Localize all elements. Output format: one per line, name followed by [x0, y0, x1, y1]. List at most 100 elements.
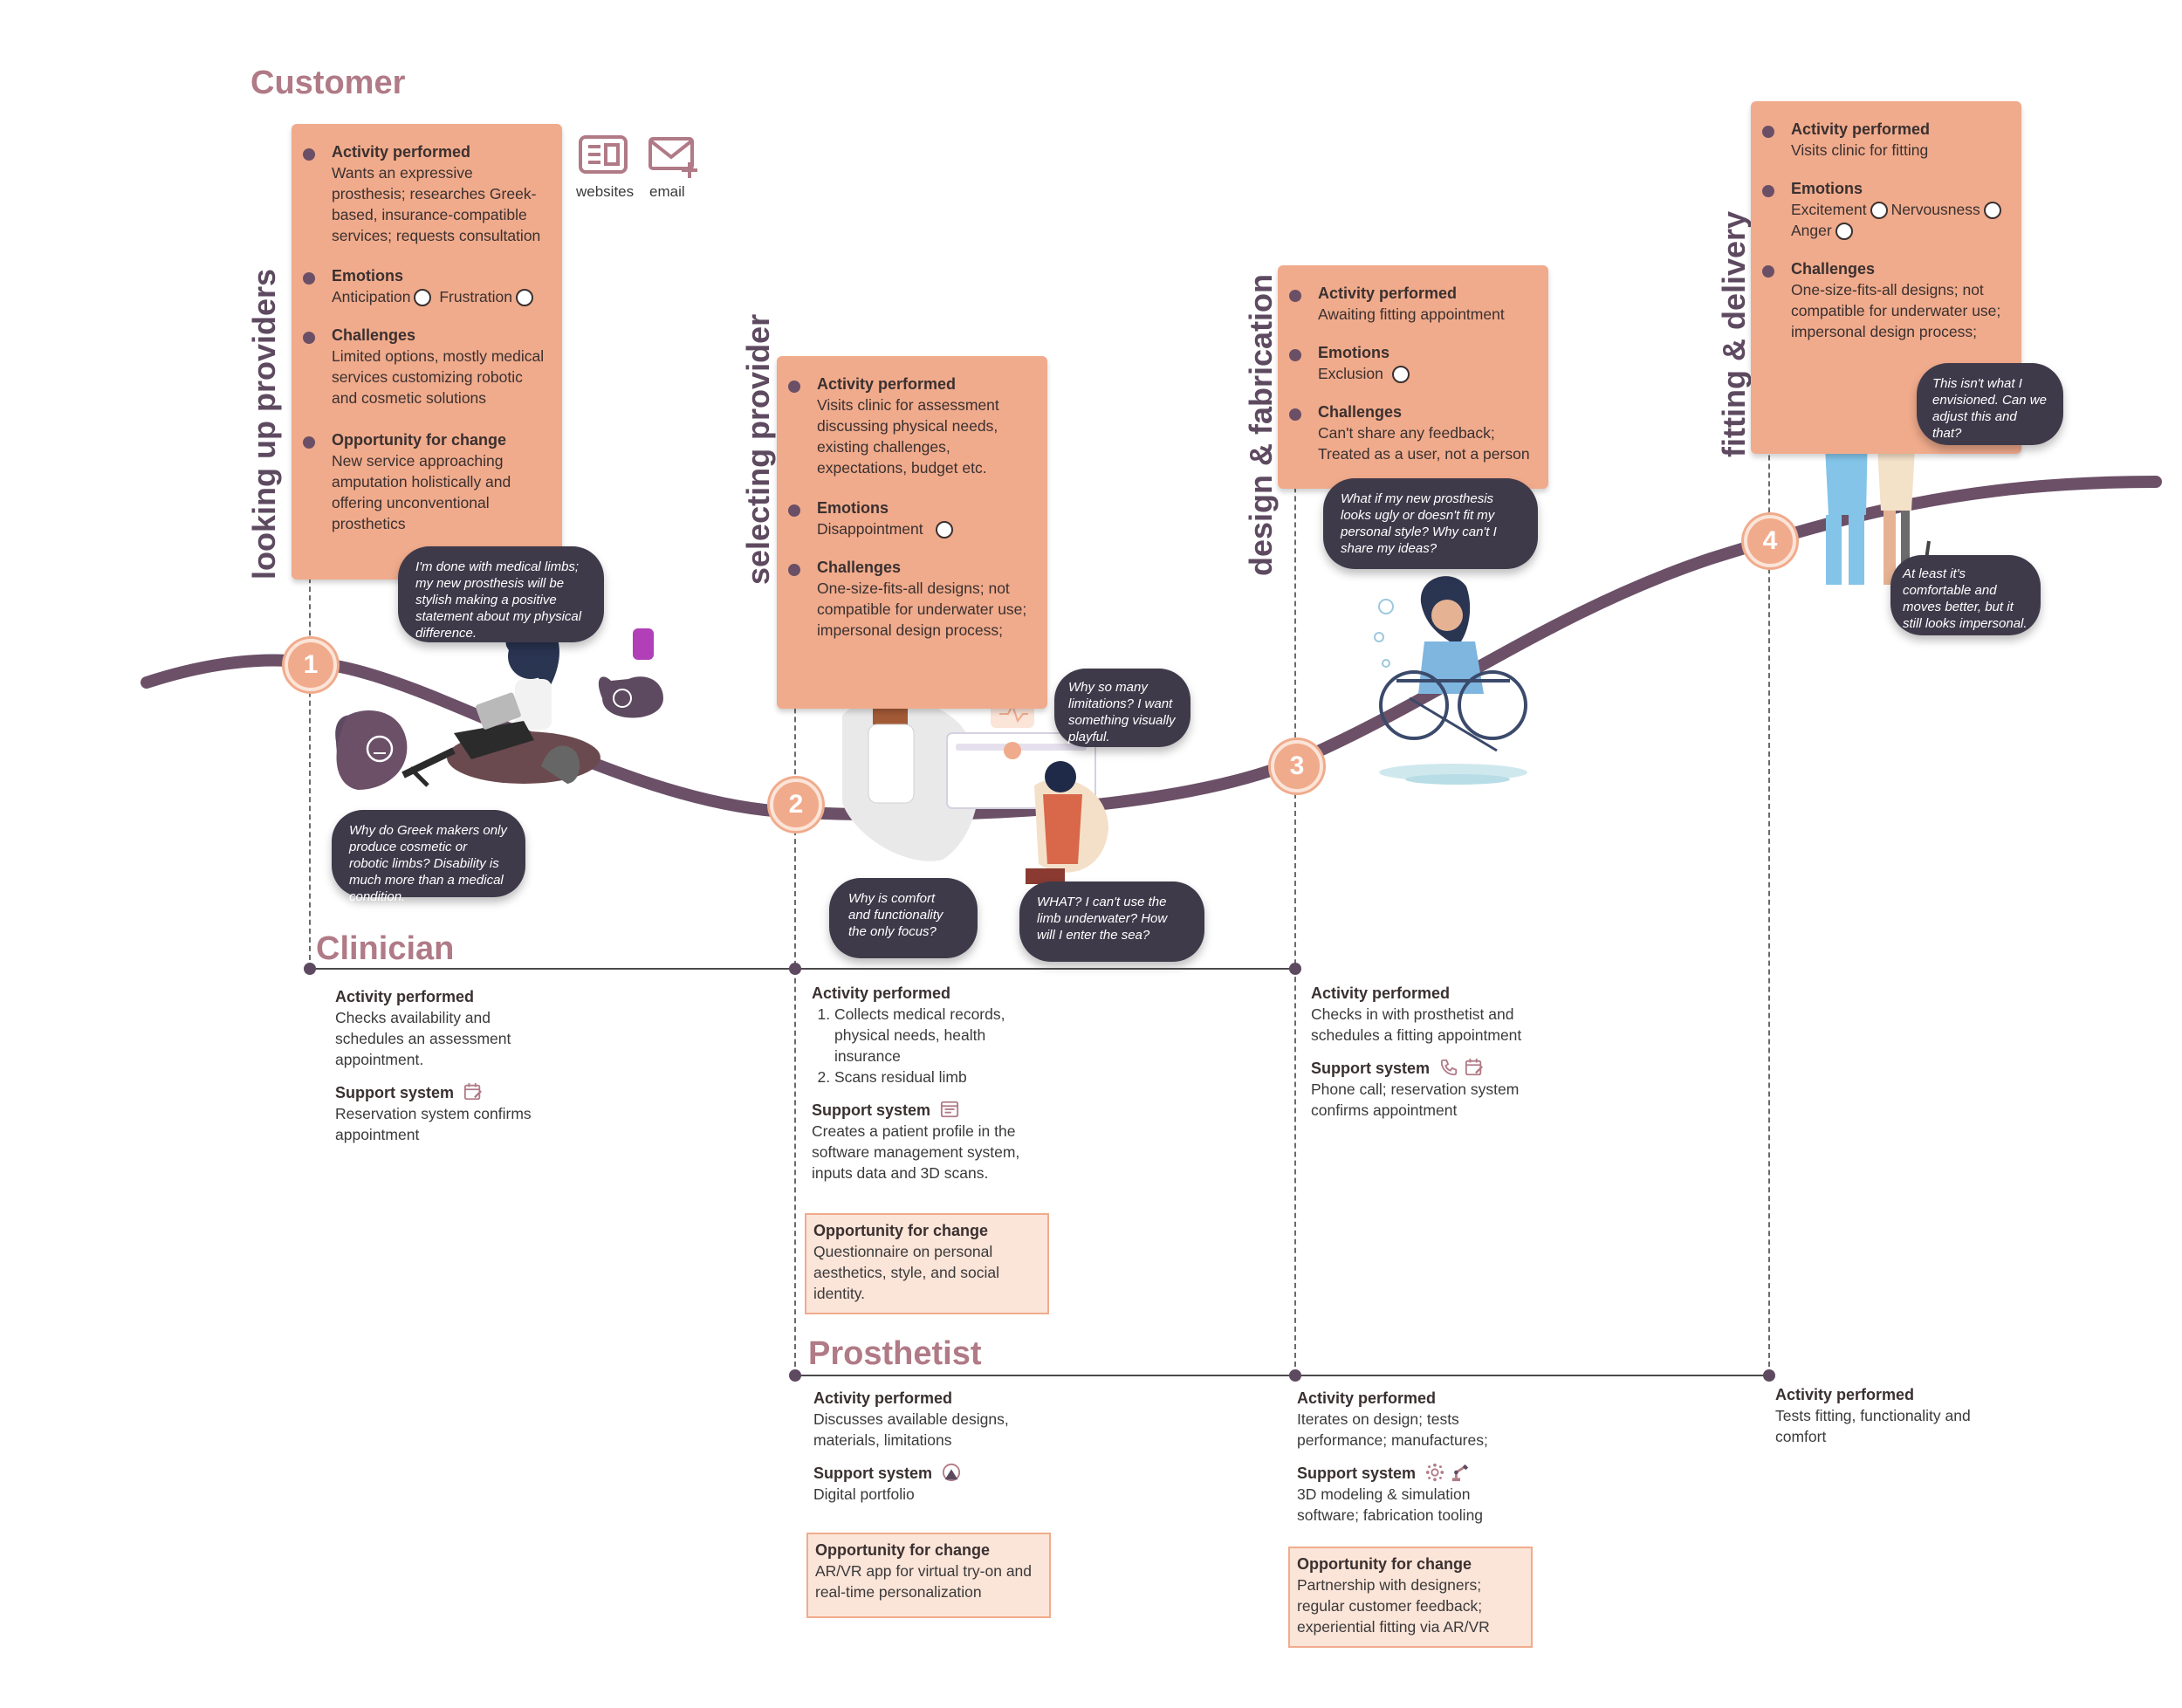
emotions-heading: Emotions — [817, 499, 889, 517]
clinician-lane-line — [311, 968, 1295, 970]
3d-model-icon — [1425, 1463, 1444, 1482]
activity-heading: Activity performed — [1311, 984, 1451, 1002]
emotions-list: Exclusion — [1318, 363, 1536, 384]
clinician-step-1: Activity performed Checks availability a… — [335, 986, 562, 1145]
role-title-clinician: Clinician — [316, 930, 455, 967]
clinician-lane-dot-1 — [304, 963, 316, 975]
robot-arm-icon — [1451, 1464, 1469, 1482]
support-heading: Support system — [812, 1101, 931, 1119]
prosthetist-opportunity-box-1: Opportunity for change AR/VR app for vir… — [806, 1533, 1051, 1618]
activity-heading: Activity performed — [335, 988, 475, 1005]
activity-heading: Activity performed — [1318, 285, 1458, 302]
opportunity-heading: Opportunity for change — [1297, 1555, 1472, 1573]
email-icon — [648, 137, 697, 178]
stage-2-divider — [794, 386, 796, 1375]
challenges-text: One-size-fits-all designs; not compatibl… — [817, 580, 1027, 639]
prosthetist-lane-dot-3 — [1763, 1369, 1775, 1382]
quote-bubble-6: What if my new prosthesis looks ugly or … — [1323, 478, 1538, 569]
emotions-heading: Emotions — [1791, 180, 1863, 197]
websites-icon — [579, 135, 628, 174]
customer-card-stage-3: Activity performed Awaiting fitting appo… — [1278, 265, 1548, 489]
activity-heading: Activity performed — [1791, 120, 1931, 138]
quote-bubble-2: Why do Greek makers only produce cosmeti… — [332, 810, 525, 904]
angry-face-icon — [1835, 223, 1853, 240]
challenges-heading: Challenges — [817, 559, 902, 576]
email-label: email — [649, 183, 685, 200]
activity-heading: Activity performed — [1297, 1389, 1437, 1407]
prosthetist-step-2: Activity performed Iterates on design; t… — [1297, 1388, 1533, 1526]
clinician-step-2: Activity performed Collects medical reco… — [812, 983, 1047, 1183]
activity-text: Discusses available designs, materials, … — [813, 1410, 1009, 1449]
phone-icon — [1440, 1059, 1458, 1076]
opportunity-heading: Opportunity for change — [815, 1541, 990, 1559]
clinician-step-3: Activity performed Checks in with prosth… — [1311, 983, 1547, 1121]
stage-label-4: fitting & delivery — [1716, 210, 1752, 457]
customer-card-stage-1: Activity performed Wants an expressive p… — [292, 124, 562, 580]
activity-text: Awaiting fitting appointment — [1318, 305, 1505, 323]
challenges-heading: Challenges — [1791, 260, 1876, 278]
challenges-heading: Challenges — [1318, 403, 1403, 421]
activity-heading: Activity performed — [332, 143, 471, 161]
opportunity-heading: Opportunity for change — [332, 431, 506, 449]
activity-list-item: Scans residual limb — [834, 1067, 1047, 1087]
support-heading: Support system — [813, 1464, 933, 1482]
activity-heading: Activity performed — [812, 984, 951, 1002]
portfolio-icon — [942, 1463, 961, 1482]
quote-bubble-1: I'm done with medical limbs; my new pros… — [398, 546, 604, 642]
role-title-customer: Customer — [250, 65, 406, 101]
prosthetist-step-1: Activity performed Discusses available d… — [813, 1388, 1049, 1505]
prosthetist-lane-dot-1 — [789, 1369, 801, 1382]
activity-heading: Activity performed — [1775, 1386, 1915, 1403]
prosthetist-step-3: Activity performed Tests fitting, functi… — [1775, 1384, 2002, 1447]
activity-text: Checks in with prosthetist and schedules… — [1311, 1005, 1522, 1044]
activity-heading: Activity performed — [817, 375, 957, 393]
activity-text: Checks availability and schedules an ass… — [335, 1009, 511, 1068]
stage-number-2: 2 — [770, 779, 822, 831]
quote-bubble-7: This isn't what I envisioned. Can we adj… — [1917, 363, 2063, 445]
calendar-edit-icon — [1465, 1058, 1484, 1076]
activity-text: Iterates on design; tests performance; m… — [1297, 1410, 1488, 1449]
emotions-list: Disappointment — [817, 518, 1035, 539]
prosthetist-lane-line — [796, 1375, 1770, 1376]
quote-bubble-8: At least it's comfortable and moves bett… — [1890, 555, 2041, 635]
sad-face-icon — [1391, 366, 1410, 383]
emotions-list: Anticipation Frustration — [332, 286, 550, 307]
stage-label-2: selecting provider — [740, 313, 776, 585]
clinician-opportunity-box: Opportunity for change Questionnaire on … — [805, 1213, 1049, 1314]
activity-text: Visits clinic for assessment discussing … — [817, 396, 999, 477]
quote-bubble-3: Why so many limitations? I want somethin… — [1054, 669, 1190, 747]
support-heading: Support system — [1297, 1464, 1417, 1482]
activity-text: Visits clinic for fitting — [1791, 141, 1929, 159]
prosthetist-lane-dot-2 — [1289, 1369, 1301, 1382]
calendar-edit-icon — [463, 1082, 483, 1101]
sad-face-icon — [935, 521, 953, 538]
stage-4-divider — [1768, 133, 1770, 1375]
customer-card-stage-2: Activity performed Visits clinic for ass… — [777, 356, 1047, 709]
quote-bubble-4: Why is comfort and functionality the onl… — [829, 878, 978, 958]
opportunity-text: AR/VR app for virtual try-on and real-ti… — [815, 1562, 1033, 1601]
support-text: Phone call; reservation system confirms … — [1311, 1080, 1520, 1119]
stage-label-3: design & fabrication — [1243, 273, 1279, 576]
opportunity-text: Partnership with designers; regular cust… — [1297, 1576, 1490, 1636]
activity-text: Tests fitting, functionality and comfort — [1775, 1407, 1971, 1445]
quote-bubble-5: WHAT? I can't use the limb underwater? H… — [1019, 881, 1204, 962]
emotions-heading: Emotions — [1318, 344, 1390, 361]
stage-number-1: 1 — [285, 639, 337, 691]
websites-label: websites — [576, 183, 635, 200]
support-heading: Support system — [335, 1084, 455, 1101]
stage-number-3: 3 — [1271, 740, 1323, 792]
neutral-blob-illustration — [336, 710, 408, 790]
role-title-prosthetist: Prosthetist — [808, 1335, 982, 1372]
challenges-text: One-size-fits-all designs; not compatibl… — [1791, 281, 2001, 340]
clinician-lane-dot-2 — [789, 963, 801, 975]
prosthetist-opportunity-box-2: Opportunity for change Partnership with … — [1288, 1547, 1533, 1648]
stage-label-1: looking up providers — [246, 268, 282, 580]
clinician-lane-dot-3 — [1289, 963, 1301, 975]
challenges-text: Limited options, mostly medical services… — [332, 347, 545, 407]
woman-with-laptop-illustration — [335, 620, 663, 787]
emotions-heading: Emotions — [332, 267, 404, 285]
opportunity-text: New service approaching amputation holis… — [332, 452, 511, 532]
annoyed-face-icon — [516, 289, 533, 306]
